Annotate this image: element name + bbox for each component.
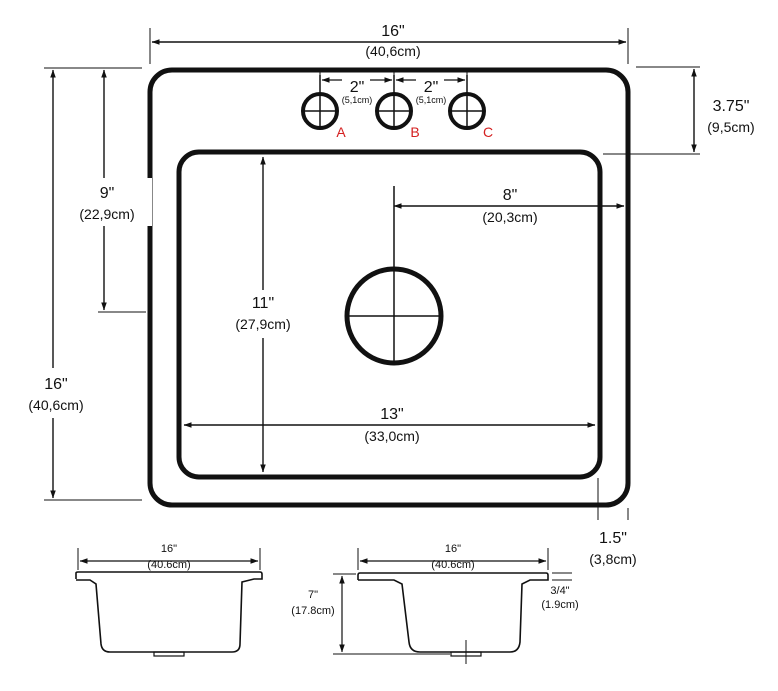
drain-offset-y-cm: (22,9cm) [79,206,134,222]
drain-offset-x-inches: 8" [503,187,518,204]
right-depth-cm: (17.8cm) [291,605,334,617]
rim-inches: 1.5" [599,530,627,547]
dimension-rim: 1.5" (3,8cm) [589,478,637,567]
left-sink-profile [75,571,263,653]
hole-spacing-1-inches: 2" [350,79,365,96]
top-width-cm: (40,6cm) [365,43,420,59]
top-view: A B C 16" (40,6cm) 16" (40,6cm) 9" [18,23,755,567]
right-width-inches: 16" [445,543,461,555]
bowl-depth-cm: (27,9cm) [235,316,290,332]
dimension-left-height: 16" (40,6cm) [18,67,142,501]
sink-outline [147,67,631,508]
left-drain-stub [153,651,185,657]
height-cm: (40,6cm) [28,397,83,413]
drain-offset-y-inches: 9" [100,185,115,202]
left-width-inches: 16" [161,543,177,555]
dimension-bowl-width: 13" (33,0cm) [183,406,596,444]
top-width-inches: 16" [381,23,404,40]
rim-thickness-cm: (1.9cm) [541,599,578,611]
dimension-bowl-depth: 11" (27,9cm) [222,156,304,473]
faucet-holes: A B C [301,75,493,140]
dimension-hole-spacing: 2" (5,1cm) 2" (5,1cm) [319,72,468,105]
right-depth-inches: 7" [308,589,318,601]
bowl-outline [176,149,603,480]
bowl-depth-inches: 11" [252,295,274,312]
hole-spacing-2-inches: 2" [424,79,439,96]
rim-thickness-inches: 3/4" [550,585,569,597]
faucet-offset-cm: (9,5cm) [707,119,754,135]
rim-cm: (3,8cm) [589,551,636,567]
hole-spacing-1-cm: (5,1cm) [342,95,373,105]
side-view-right: 16" (40.6cm) 7" (17.8cm) 3/4" (1.9cm) [291,543,579,664]
bowl-width-inches: 13" [380,406,403,423]
hole-label-a: A [336,124,346,140]
right-sink-profile [357,572,549,653]
left-width-cm: (40.6cm) [147,559,190,571]
hole-label-c: C [483,124,493,140]
dimension-drain-offset-x: 8" (20,3cm) [393,187,625,225]
height-inches: 16" [44,376,67,393]
drain-offset-x-cm: (20,3cm) [482,209,537,225]
faucet-offset-inches: 3.75" [713,98,750,115]
dimension-drain-offset-y: 9" (22,9cm) [68,69,152,313]
drain [344,186,444,366]
dimension-top-width: 16" (40,6cm) [149,23,629,64]
hole-spacing-2-cm: (5,1cm) [416,95,447,105]
right-width-cm: (40.6cm) [431,559,474,571]
hole-label-b: B [410,124,419,140]
bowl-width-cm: (33,0cm) [364,428,419,444]
dimension-faucet-offset: 3.75" (9,5cm) [603,66,755,155]
side-view-left: 16" (40.6cm) [75,543,263,657]
